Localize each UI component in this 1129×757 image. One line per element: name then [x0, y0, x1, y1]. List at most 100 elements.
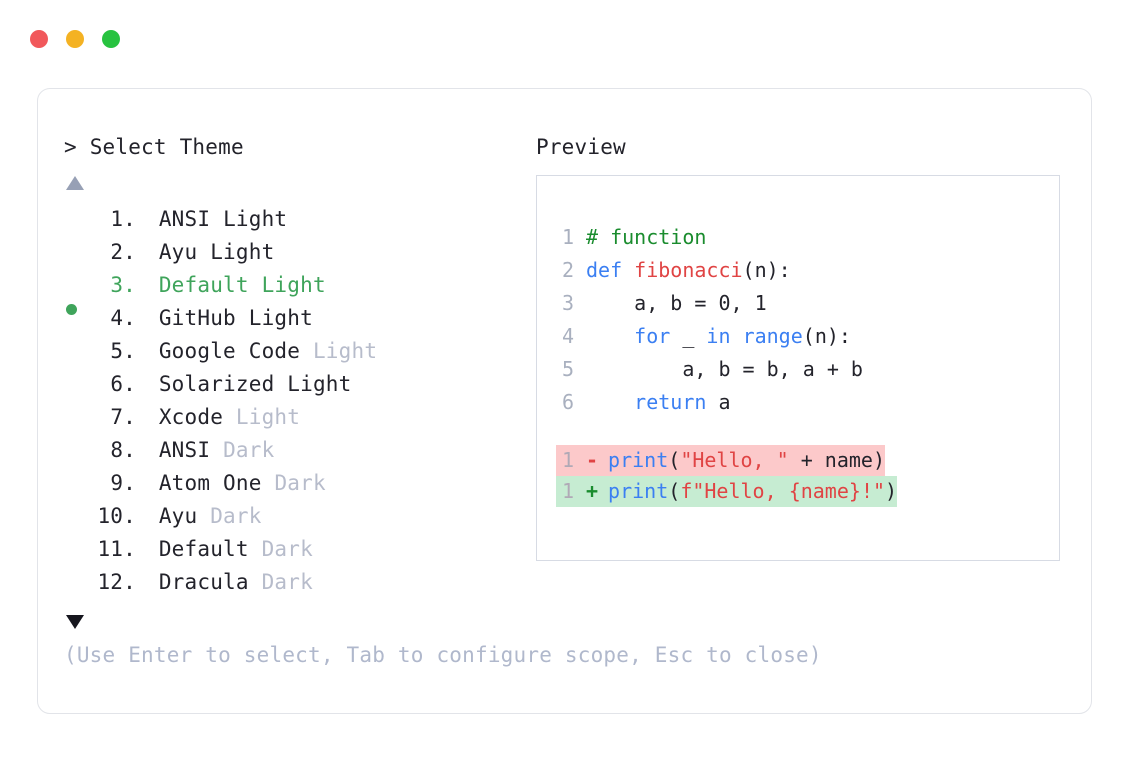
code-line-number: 1 [561, 225, 574, 249]
code-line: 6 return a [556, 386, 1049, 419]
theme-item-gap [262, 467, 275, 500]
theme-item-gap [236, 302, 249, 335]
theme-item-number: 11. [97, 537, 136, 561]
theme-item-number: 1. [110, 207, 136, 231]
theme-list-item[interactable]: 9. Atom One Dark [64, 467, 534, 500]
theme-list-item[interactable]: 1. ANSI Light [64, 203, 534, 236]
triangle-up-icon [66, 176, 84, 190]
theme-item-variant: Light [235, 405, 301, 429]
theme-item-gap [197, 500, 210, 533]
code-token: , [730, 291, 755, 315]
theme-item-spacer [136, 533, 159, 566]
code-token [586, 324, 634, 348]
theme-list-item[interactable]: 4. GitHub Light [64, 302, 534, 335]
theme-item-gap [274, 368, 287, 401]
theme-item-gap [249, 566, 262, 599]
theme-item-spacer [136, 203, 159, 236]
theme-item-spacer [136, 566, 159, 599]
theme-item-name: Default [158, 537, 249, 561]
theme-item-variant: Light [223, 207, 288, 231]
theme-list-item[interactable]: 3. Default Light [64, 269, 534, 315]
code-line: 1 # function [556, 221, 1049, 254]
code-token: 0 [718, 291, 731, 315]
theme-item-variant: Dark [210, 504, 262, 528]
theme-item-name: Solarized [158, 372, 275, 396]
theme-item-number: 10. [97, 504, 136, 528]
code-token: !" [860, 479, 886, 503]
preview-label: Preview [536, 135, 626, 159]
code-token: for [634, 324, 671, 348]
theme-list-item[interactable]: 8. ANSI Dark [64, 434, 534, 467]
theme-list-item[interactable]: 12. Dracula Dark [64, 566, 534, 599]
theme-item-number: 12. [97, 570, 136, 594]
code-token: return [634, 390, 707, 414]
diff-removed-line: 1-print("Hello, " + name) [556, 445, 886, 476]
code-token: # function [586, 225, 707, 249]
theme-item-number: 5. [110, 339, 136, 363]
theme-list-item[interactable]: 7. Xcode Light [64, 401, 534, 434]
theme-item-number: 4. [110, 306, 136, 330]
theme-item-gap [249, 533, 262, 566]
code-line-text: for _ in range(n): [586, 320, 851, 353]
diff-lines: 1-print("Hello, " + name)1+print(f"Hello… [556, 445, 1049, 507]
theme-item-variant: Light [287, 372, 352, 396]
theme-item-spacer [136, 401, 159, 434]
theme-item-number: 8. [110, 438, 136, 462]
theme-list-item[interactable]: 6. Solarized Light [64, 368, 534, 401]
theme-item-spacer [136, 236, 159, 269]
theme-item-variant: Light [248, 306, 313, 330]
theme-item-number: 3. [110, 273, 136, 297]
scroll-up-indicator[interactable] [66, 169, 88, 197]
diff-line-text: print("Hello, " + name) [608, 445, 885, 476]
theme-item-name: ANSI [158, 207, 211, 231]
theme-item-variant: Dark [223, 438, 275, 462]
code-token: 1 [754, 291, 767, 315]
prompt-caret-icon: > [64, 135, 77, 159]
scroll-down-indicator[interactable] [66, 608, 88, 636]
theme-item-number: 2. [110, 240, 136, 264]
code-token: print [608, 479, 669, 503]
theme-list-item[interactable]: 2. Ayu Light [64, 236, 534, 269]
code-token: f"Hello, [680, 479, 789, 503]
minimize-button[interactable] [66, 30, 84, 48]
theme-list-item[interactable]: 5. Google Code Light [64, 335, 534, 368]
theme-item-variant: Dark [274, 471, 326, 495]
theme-item-spacer [136, 335, 159, 368]
code-line-text: a, b = 0, 1 [586, 287, 767, 320]
code-token: in [706, 324, 731, 348]
code-token: a, b = b, a + b [586, 357, 863, 381]
close-button[interactable] [30, 30, 48, 48]
theme-item-spacer [136, 500, 159, 533]
code-line: 5 a, b = b, a + b [556, 353, 1049, 386]
code-token: a [706, 390, 731, 414]
maximize-button[interactable] [102, 30, 120, 48]
theme-item-variant: Dark [261, 537, 313, 561]
theme-item-number: 9. [110, 471, 136, 495]
theme-item-number: 7. [110, 405, 136, 429]
theme-item-name: Ayu [158, 240, 198, 264]
code-token [731, 324, 743, 348]
code-token: "Hello, " [680, 448, 789, 472]
theme-list-item[interactable]: 11. Default Dark [64, 533, 534, 566]
theme-item-name: Xcode [158, 405, 224, 429]
code-token: def [586, 258, 635, 282]
code-token: print [608, 448, 669, 472]
code-token: a, b = [586, 291, 719, 315]
code-token: range [742, 324, 803, 348]
theme-item-name: GitHub [158, 306, 236, 330]
theme-item-gap [300, 335, 313, 368]
diff-line-text: print(f"Hello, {name}!") [608, 476, 897, 507]
theme-item-spacer [136, 302, 159, 335]
diff-line-number: 1 [561, 479, 574, 503]
theme-list-item[interactable]: 10. Ayu Dark [64, 500, 534, 533]
theme-item-spacer [136, 467, 159, 500]
theme-item-gap [249, 269, 262, 302]
theme-item-gap [210, 434, 223, 467]
code-line-text: a, b = b, a + b [586, 353, 863, 386]
